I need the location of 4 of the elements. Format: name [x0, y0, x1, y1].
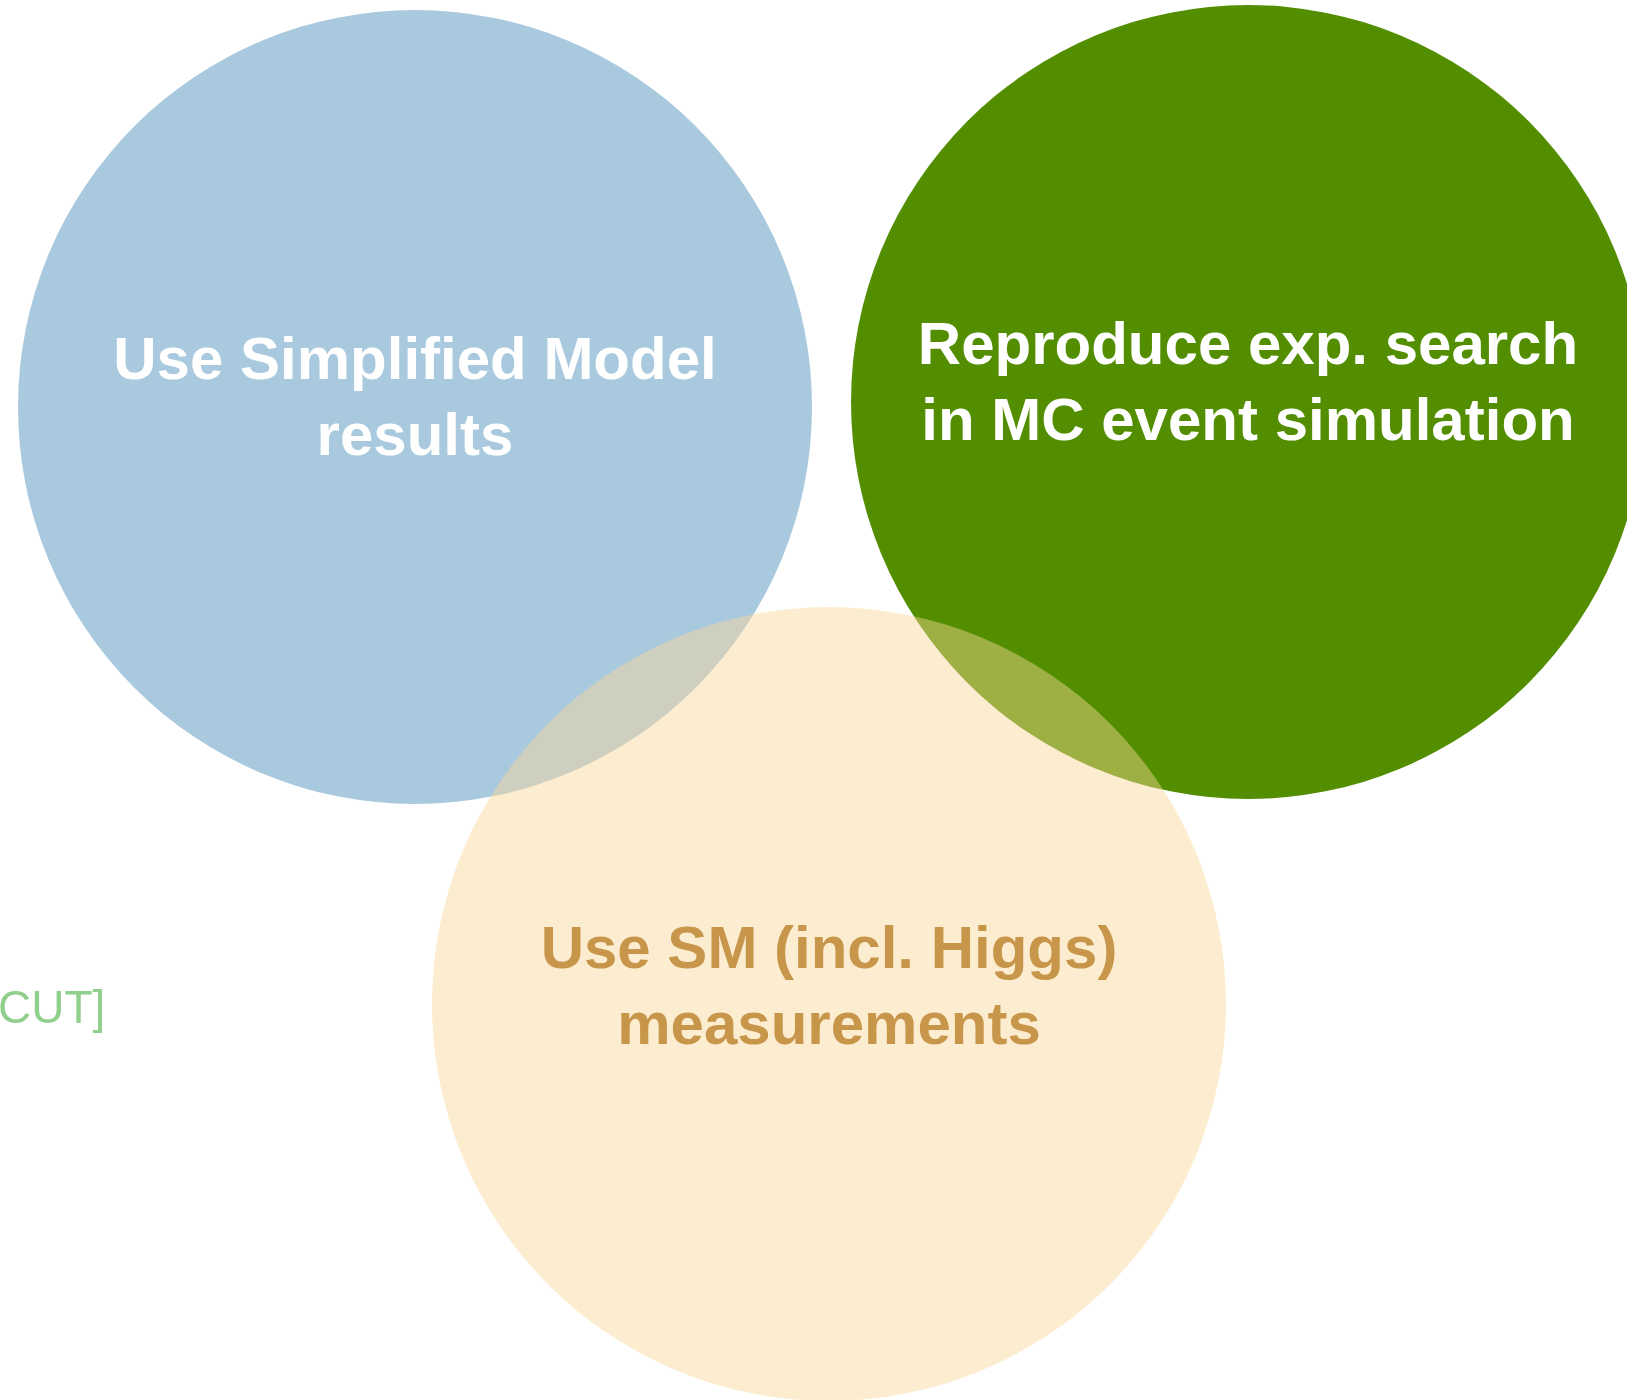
circle-label: Reproduce exp. search in MC event simulation: [916, 309, 1580, 455]
circle-label: Use SM (incl. Higgs) measurements: [539, 913, 1119, 1059]
circle-label: Use Simplified Model results: [112, 324, 718, 470]
text-fragment: CUT]: [0, 980, 106, 1034]
